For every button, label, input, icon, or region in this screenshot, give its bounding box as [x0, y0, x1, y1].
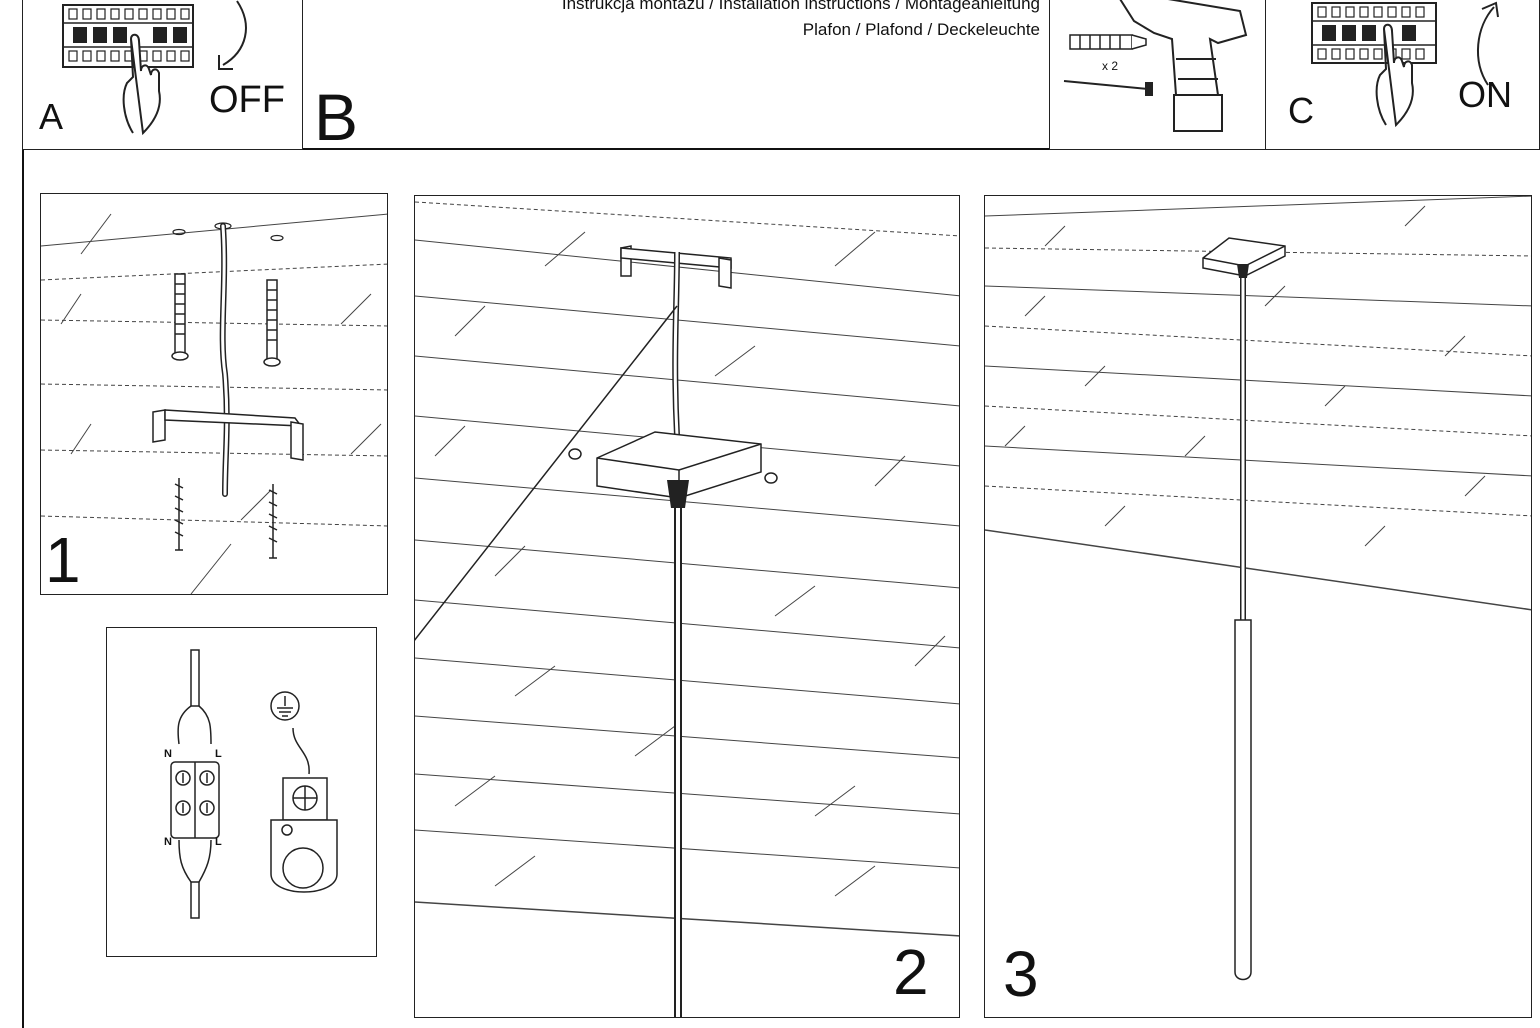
- mounting-bracket: [152, 409, 304, 461]
- step-2-number: 2: [893, 936, 929, 1008]
- canopy: [1202, 237, 1286, 277]
- pendant-lamp: [1234, 619, 1252, 981]
- step-2-illustration: [415, 201, 959, 1017]
- step-c-letter: C: [1288, 90, 1314, 131]
- hand-pointer-icon: [122, 33, 161, 136]
- step-a-off-label: OFF: [209, 79, 285, 121]
- neutral-label-top: N: [164, 748, 172, 760]
- ground-terminal: [270, 777, 338, 893]
- curved-arrow-icon: [218, 0, 247, 70]
- screw-icon: [568, 448, 778, 484]
- step-3-illustration: [985, 196, 1531, 981]
- frame-left-border: [22, 0, 24, 1028]
- step-c-on-label: ON: [1458, 74, 1512, 115]
- wall-plug-icon: [1069, 34, 1147, 50]
- step-a-illustration: [62, 0, 247, 136]
- terminal-block-icon: [170, 761, 220, 839]
- step-a-letter: A: [39, 96, 64, 137]
- cable-grip: [667, 480, 689, 508]
- callout-line: [415, 305, 678, 641]
- drill-illustration: [1063, 0, 1248, 132]
- step-2-panel: 2: [414, 195, 960, 1018]
- step-b-drill-panel: x 2: [1049, 0, 1267, 150]
- step-3-panel: 3: [984, 195, 1532, 1018]
- hand-pointer-icon: [1375, 23, 1414, 128]
- step-c-panel: C ON: [1265, 0, 1540, 150]
- step-1-number: 1: [45, 524, 81, 595]
- screw-icon: [1063, 80, 1153, 96]
- screw-icon: [174, 478, 278, 559]
- step-c-illustration: [1311, 1, 1499, 128]
- step-3-number: 3: [1003, 938, 1039, 1010]
- neutral-label-bottom: N: [164, 836, 172, 848]
- title-line-1: Instrukcja montażu / Installation instru…: [561, 0, 1040, 13]
- power-cable-bottom: [178, 839, 212, 919]
- circuit-breaker-icon: [1311, 2, 1437, 64]
- screw-count: x 2: [1102, 59, 1119, 73]
- live-label-top: L: [215, 748, 222, 760]
- wiring-inset: N L N L: [106, 627, 377, 957]
- step-a-panel: A OFF: [22, 0, 303, 150]
- step-1-illustration: [41, 213, 387, 594]
- curved-arrow-icon: [1477, 1, 1499, 86]
- ceiling-planks: [415, 201, 959, 937]
- step-1-panel: 1: [40, 193, 388, 595]
- ceiling-planks: [41, 213, 387, 594]
- drill-icon: [1119, 0, 1248, 132]
- ground-symbol-icon: [270, 691, 310, 775]
- circuit-breaker-icon: [62, 4, 194, 68]
- wall-plug-icon: [171, 273, 281, 367]
- title-line-2: Plafon / Plafond / Deckeleuchte: [802, 20, 1040, 39]
- step-b-letter: B: [314, 80, 359, 154]
- cable-grip: [1237, 264, 1249, 278]
- wiring-illustration: [170, 649, 338, 919]
- header-divider: [22, 148, 1540, 150]
- power-cable-top: [177, 649, 212, 745]
- live-label-bottom: L: [215, 836, 222, 848]
